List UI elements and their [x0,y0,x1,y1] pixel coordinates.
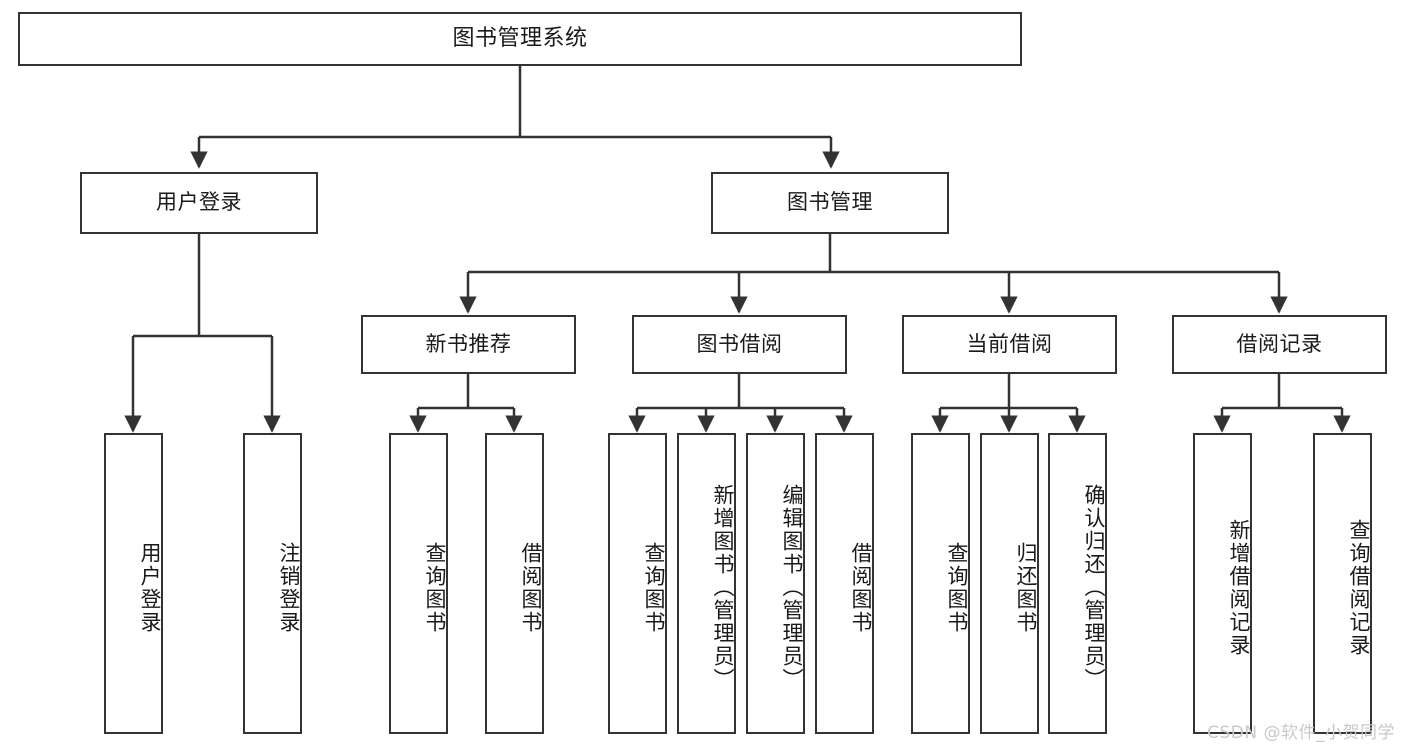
leaf-borrow-edit-book-admin[interactable]: 编辑图书（管理员） [746,433,805,734]
leaf-user-login-signout[interactable]: 注销登录 [243,433,302,734]
node-label: 用户登录 [138,541,162,634]
node-label: 归还图书 [1014,541,1038,634]
node-user-login[interactable]: 用户登录 [80,172,318,234]
leaf-current-confirm-return-admin[interactable]: 确认归还（管理员） [1048,433,1107,734]
leaf-record-add-record[interactable]: 新增借阅记录 [1193,433,1252,734]
node-label: 查询图书 [423,541,447,634]
node-label: 查询图书 [642,541,666,634]
node-label: 借阅图书 [519,541,543,634]
leaf-current-query-book[interactable]: 查询图书 [911,433,970,734]
node-label: 新增图书（管理员） [711,484,735,691]
leaf-user-login-signin[interactable]: 用户登录 [104,433,163,734]
node-current-borrow[interactable]: 当前借阅 [902,315,1117,374]
node-label: 注销登录 [277,541,301,634]
node-borrow-record[interactable]: 借阅记录 [1172,315,1387,374]
leaf-recommend-query-book[interactable]: 查询图书 [389,433,448,734]
node-root-system[interactable]: 图书管理系统 [18,12,1022,66]
node-label: 查询图书 [945,541,969,634]
leaf-borrow-add-book-admin[interactable]: 新增图书（管理员） [677,433,736,734]
watermark-text: CSDN @软件_小贺同学 [1207,723,1395,743]
node-label: 借阅记录 [1236,331,1323,356]
node-label: 确认归还（管理员） [1082,484,1106,691]
node-label: 新书推荐 [425,331,512,356]
node-label: 当前借阅 [966,331,1053,356]
leaf-recommend-borrow-book[interactable]: 借阅图书 [485,433,544,734]
leaf-record-query-record[interactable]: 查询借阅记录 [1313,433,1372,734]
node-new-book-recommend[interactable]: 新书推荐 [361,315,576,374]
node-label: 图书管理 [787,190,873,215]
node-book-management[interactable]: 图书管理 [711,172,949,234]
node-label: 图书借阅 [696,331,783,356]
node-label: 查询借阅记录 [1347,518,1371,657]
node-label: 用户登录 [156,190,242,215]
leaf-current-return-book[interactable]: 归还图书 [980,433,1039,734]
node-label: 新增借阅记录 [1227,518,1251,657]
leaf-borrow-borrow-book[interactable]: 借阅图书 [815,433,874,734]
leaf-borrow-query-book[interactable]: 查询图书 [608,433,667,734]
node-book-borrow[interactable]: 图书借阅 [632,315,847,374]
node-label: 借阅图书 [849,541,873,634]
node-label: 图书管理系统 [452,25,588,51]
node-label: 编辑图书（管理员） [780,484,804,691]
